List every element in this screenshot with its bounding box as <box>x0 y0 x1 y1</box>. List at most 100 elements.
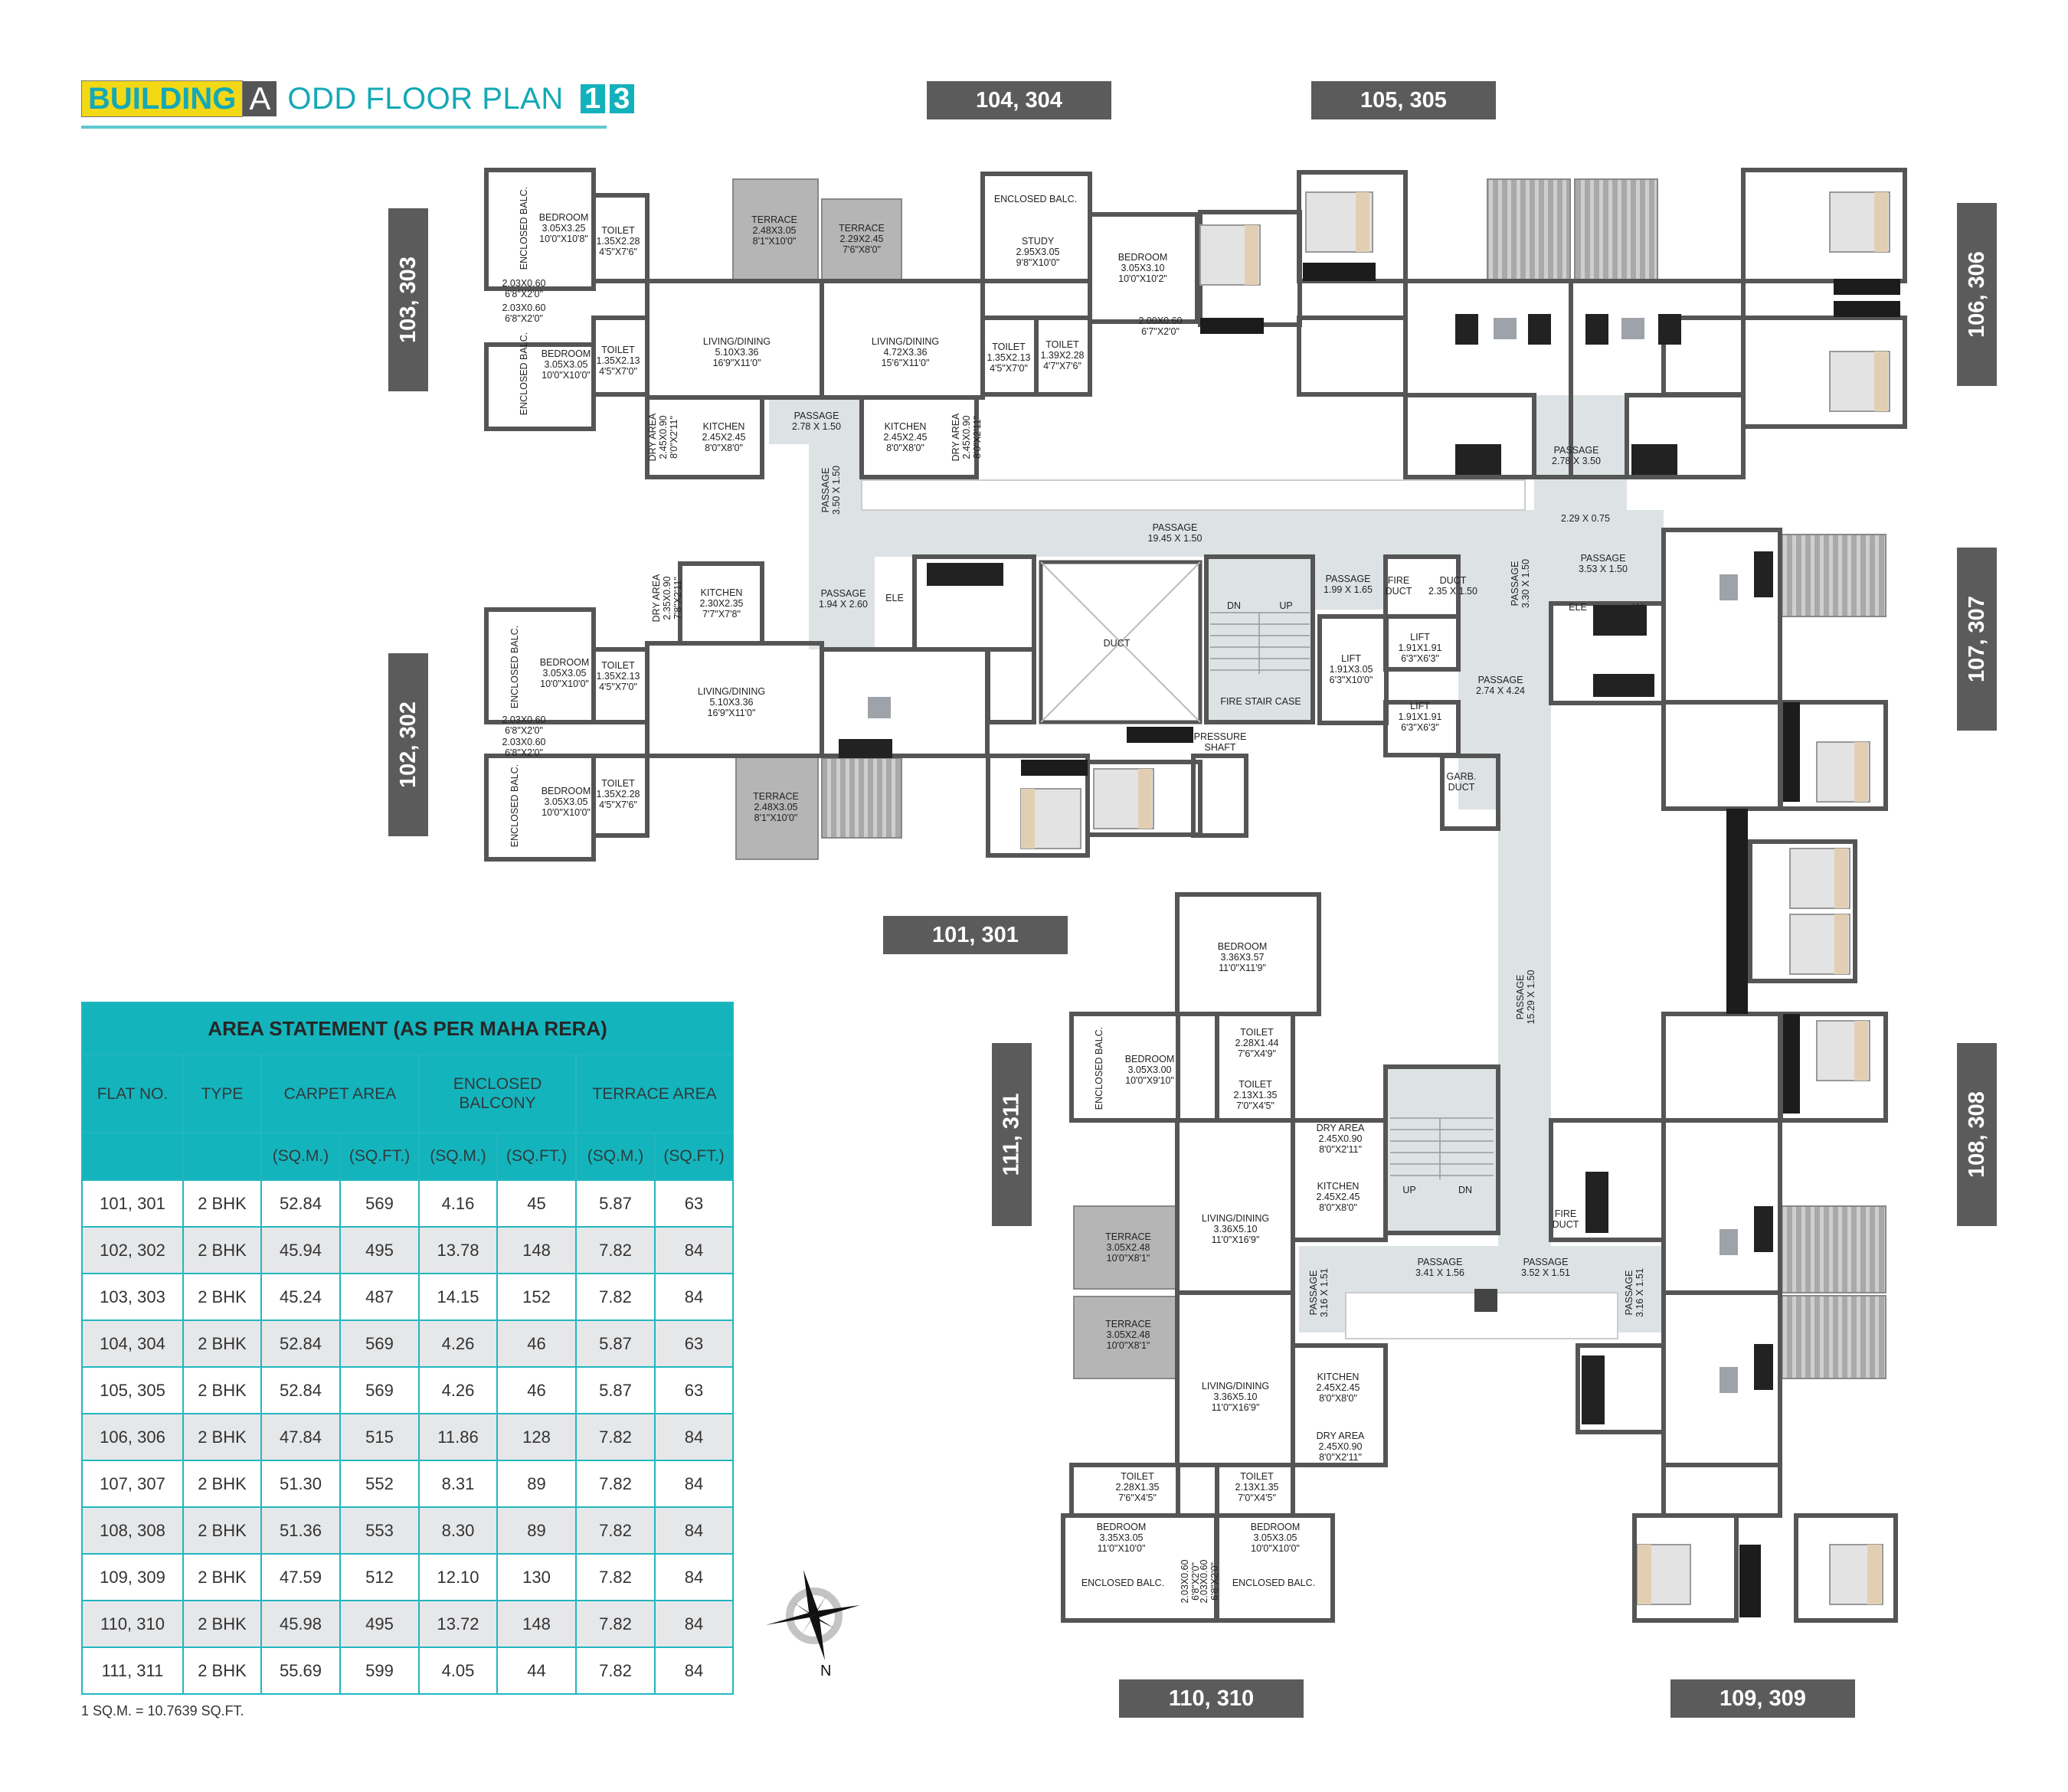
kitchen-counter <box>1593 605 1647 636</box>
room-dimension: 16'9"X11'0" <box>712 358 761 368</box>
room-dimension: 7'7"X7'8" <box>702 609 741 620</box>
wardrobe <box>1200 318 1264 334</box>
room-name: PASSAGE <box>1580 553 1626 564</box>
header-blank <box>81 1132 184 1181</box>
room-name: 2.03X0.60 <box>502 737 546 747</box>
room-name: DUCT <box>1439 575 1467 586</box>
room-name: UP <box>1279 600 1293 611</box>
flat-tag-label: 103, 303 <box>395 257 420 343</box>
room-label-fire-stair-case: FIRE STAIR CASE <box>1220 696 1301 707</box>
cell-carpet-sqft: 487 <box>339 1273 420 1321</box>
cell-flat-no: 102, 302 <box>81 1226 184 1274</box>
room-name: STUDY <box>1021 236 1055 247</box>
room-dimension: 2.48X3.05 <box>754 802 798 813</box>
sofa <box>1754 1206 1773 1252</box>
cell-terrace-sqm: 5.87 <box>575 1319 656 1368</box>
cell-type: 2 BHK <box>182 1273 262 1321</box>
cell-balcony-sqft: 148 <box>496 1226 577 1274</box>
table-title: AREA STATEMENT (AS PER MAHA RERA) <box>80 1002 735 1055</box>
header-unit: (SQ.M.) <box>418 1132 498 1181</box>
cell-terrace-sqm: 7.82 <box>575 1460 656 1508</box>
cell-carpet-sqm: 47.59 <box>260 1553 341 1601</box>
room-name: DUCT <box>1103 638 1131 649</box>
room-name: 2.03X0.60 <box>502 278 546 289</box>
cell-balcony-sqm: 4.16 <box>418 1179 498 1228</box>
room-label-ele: ELE <box>885 593 904 603</box>
room-dimension: 8'0"X2'11" <box>1319 1144 1362 1155</box>
cell-balcony-sqft: 148 <box>496 1600 577 1648</box>
room-dimension: 3.16 X 1.51 <box>1319 1268 1330 1317</box>
room-name: ENCLOSED BALC. <box>519 186 529 270</box>
room-name: LIVING/DINING <box>871 336 940 347</box>
cell-balcony-sqm: 8.31 <box>418 1460 498 1508</box>
cell-terrace-sqm: 5.87 <box>575 1366 656 1414</box>
cell-flat-no: 106, 306 <box>81 1413 184 1461</box>
header-blank <box>182 1132 262 1181</box>
cell-type: 2 BHK <box>182 1553 262 1601</box>
room-name: PASSAGE <box>1417 1257 1463 1267</box>
cell-type: 2 BHK <box>182 1366 262 1414</box>
room-dimension: 15'6"X11'0" <box>881 358 930 368</box>
room-dimension: 6'3"X6'3" <box>1401 722 1439 733</box>
room-name: DRY AREA <box>647 413 658 462</box>
room-name: TOILET <box>1121 1471 1154 1482</box>
room-dimension: 2.35 X 1.50 <box>1428 586 1477 597</box>
room-name: ENCLOSED BALC. <box>509 764 520 848</box>
passages <box>769 395 1664 1333</box>
cell-terrace-sqm: 5.87 <box>575 1179 656 1228</box>
room-dimension: 8'0"X2'11" <box>972 416 983 459</box>
room-name: PASSAGE <box>1477 675 1523 685</box>
cell-flat-no: 111, 311 <box>81 1646 184 1695</box>
terrace <box>735 755 819 860</box>
room-label-enclosed-balc: ENCLOSED BALC. <box>1094 1027 1104 1110</box>
cell-carpet-sqm: 52.84 <box>260 1319 341 1368</box>
room-dimension: 6'8"X2'0" <box>505 725 543 736</box>
wardrobe <box>1783 1014 1800 1113</box>
walls <box>484 168 1907 1623</box>
room-name: TERRACE <box>753 791 799 802</box>
room-label-enclosed-balc: ENCLOSED BALC. <box>519 332 529 415</box>
room-label-enclosed-balc: ENCLOSED BALC. <box>1081 1578 1164 1588</box>
flat-tag-label: 102, 302 <box>395 701 420 788</box>
wardrobe <box>1834 279 1900 295</box>
flat-tag-110-310: 110, 310 <box>1119 1679 1304 1718</box>
room-dimension: 9'8"X10'0" <box>1016 257 1060 268</box>
sofa <box>1528 314 1551 345</box>
cell-flat-no: 108, 308 <box>81 1506 184 1555</box>
room-name: LV <box>1631 602 1644 613</box>
room-name: PASSAGE <box>1624 1270 1634 1316</box>
cell-terrace-sqm: 7.82 <box>575 1553 656 1601</box>
room-dimension: 8'0"X8'0" <box>1319 1202 1357 1213</box>
room-name: DN <box>1226 600 1242 611</box>
cell-carpet-sqm: 51.30 <box>260 1460 341 1508</box>
room-name: ELE <box>1569 602 1587 613</box>
room-name: PASSAGE <box>1152 522 1198 533</box>
room-dimension: 3.05X3.25 <box>542 223 586 234</box>
room-name: TOILET <box>601 345 635 355</box>
room-name: PASSAGE <box>1553 445 1599 456</box>
area-statement-table: AREA STATEMENT (AS PER MAHA RERA) FLAT N… <box>80 1002 735 1695</box>
room-dimension: 11'0"X16'9" <box>1211 1234 1260 1245</box>
wardrobe <box>1739 1545 1761 1617</box>
room-name: BEDROOM <box>1250 1522 1301 1532</box>
cell-carpet-sqft: 495 <box>339 1600 420 1648</box>
cell-flat-no: 109, 309 <box>81 1553 184 1601</box>
cell-terrace-sqft: 84 <box>653 1273 735 1321</box>
